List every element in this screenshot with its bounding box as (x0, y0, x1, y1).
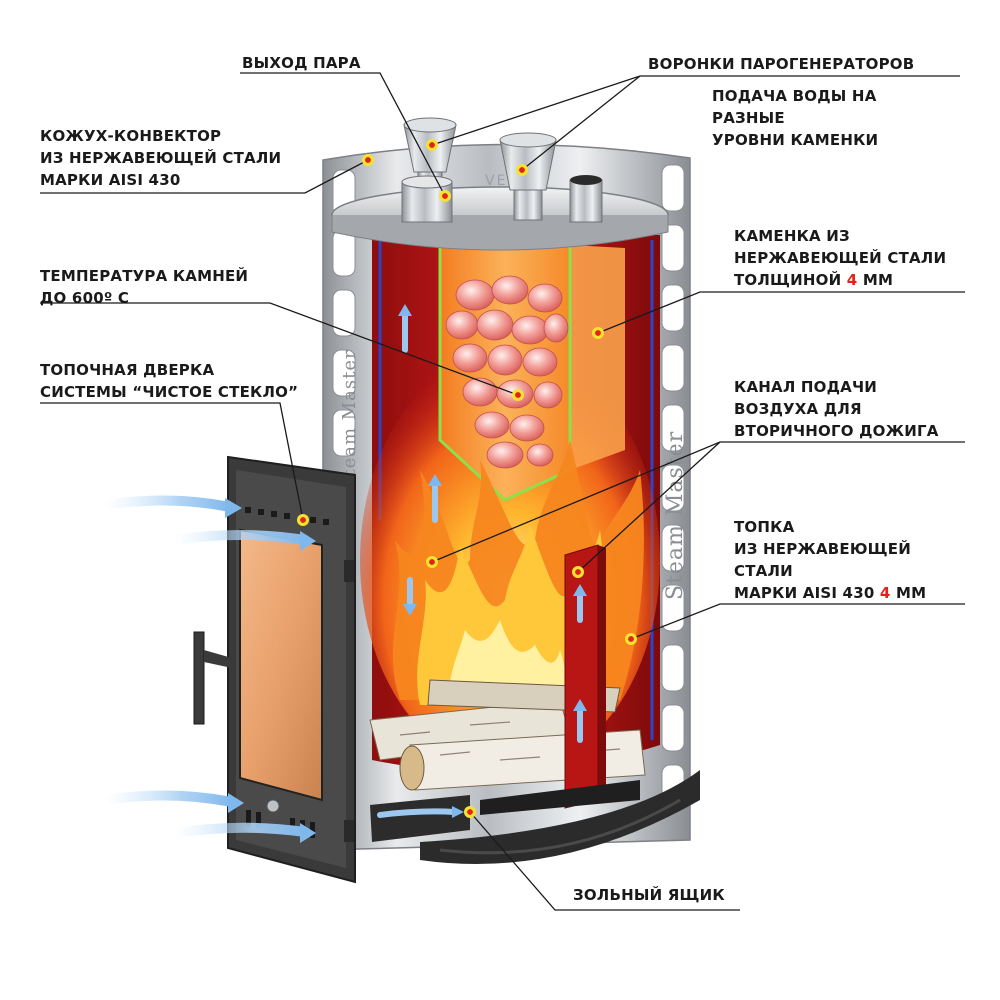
label-ash-box-text: ЗОЛЬНЫЙ ЯЩИК (573, 886, 725, 904)
label-water-supply-line-3: УРОВНИ КАМЕНКИ (712, 131, 879, 149)
label-casing: КОЖУХ-КОНВЕКТОР ИЗ НЕРЖАВЕЮЩЕЙ СТАЛИ МАР… (40, 125, 281, 191)
leader-stone-temp (40, 302, 519, 396)
label-firebox-line-3: СТАЛИ (734, 562, 793, 580)
marker-funnel-left (426, 139, 438, 151)
label-air-channel-line-1: КАНАЛ ПОДАЧИ (734, 378, 878, 396)
label-water-supply: ПОДАЧА ВОДЫ НА РАЗНЫЕ УРОВНИ КАМЕНКИ (712, 85, 878, 151)
label-air-channel-line-3: ВТОРИЧНОГО ДОЖИГА (734, 422, 939, 440)
leader-door (40, 402, 304, 521)
air-flow-arrows (100, 304, 587, 843)
marker-door (297, 514, 309, 526)
leader-heater (597, 291, 965, 334)
label-heater-thickness-unit: ММ (857, 271, 894, 289)
secondary-air-channel (564, 544, 606, 809)
marker-steam-exit (439, 190, 451, 202)
leader-lines (40, 72, 965, 911)
label-casing-line-1: КОЖУХ-КОНВЕКТОР (40, 127, 222, 145)
label-heater-line-3: ТОЛЩИНОЙ 4 ММ (734, 269, 946, 291)
leader-firebox (630, 603, 965, 640)
steam-generator-funnels (401, 117, 603, 223)
leader-steam-exit (240, 72, 446, 197)
label-heater: КАМЕНКА ИЗ НЕРЖАВЕЮЩЕЙ СТАЛИ ТОЛЩИНОЙ 4 … (734, 225, 946, 291)
marker-firebox (625, 633, 637, 645)
marker-ash-box (464, 806, 476, 818)
label-heater-line-1: КАМЕНКА ИЗ (734, 227, 850, 245)
marker-air-channel-left (426, 556, 438, 568)
label-ash-box: ЗОЛЬНЫЙ ЯЩИК (573, 884, 725, 906)
label-door: ТОПОЧНАЯ ДВЕРКА СИСТЕМЫ “ЧИСТОЕ СТЕКЛО” (40, 359, 298, 403)
label-stone-temp-line-2: ДО 600º С (40, 289, 130, 307)
label-steam-exit: ВЫХОД ПАРА (242, 52, 361, 74)
label-water-supply-line-1: ПОДАЧА ВОДЫ НА (712, 87, 877, 105)
label-firebox-grade-unit: ММ (890, 584, 927, 602)
label-funnels-text: ВОРОНКИ ПАРОГЕНЕРАТОРОВ (648, 55, 915, 73)
label-air-channel-line-2: ВОЗДУХА ДЛЯ (734, 400, 862, 418)
label-firebox-line-4: МАРКИ AISI 430 4 ММ (734, 582, 926, 604)
leader-air-channel-2 (577, 441, 721, 573)
marker-air-channel-right (572, 566, 584, 578)
marker-funnel-right (516, 164, 528, 176)
marker-stones (512, 389, 524, 401)
callout-markers (297, 139, 637, 818)
leader-casing (40, 159, 369, 194)
label-heater-thickness-value: 4 (846, 271, 858, 289)
label-funnels: ВОРОНКИ ПАРОГЕНЕРАТОРОВ (648, 53, 914, 75)
label-heater-thickness-prefix: ТОЛЩИНОЙ (734, 271, 847, 289)
heater-chamber (438, 245, 625, 502)
label-stone-temp: ТЕМПЕРАТУРА КАМНЕЙ ДО 600º С (40, 265, 248, 309)
label-firebox-line-2: ИЗ НЕРЖАВЕЮЩЕЙ (734, 540, 911, 558)
label-air-channel: КАНАЛ ПОДАЧИ ВОЗДУХА ДЛЯ ВТОРИЧНОГО ДОЖИ… (734, 376, 939, 442)
label-door-line-1: ТОПОЧНАЯ ДВЕРКА (40, 361, 215, 379)
label-casing-line-3: МАРКИ AISI 430 (40, 171, 181, 189)
casing-brand-left: Steam Master (339, 349, 360, 490)
label-firebox-line-1: ТОПКА (734, 518, 795, 536)
label-firebox-grade-prefix: МАРКИ AISI 430 (734, 584, 880, 602)
casing-brand-right: Steam Master (663, 431, 688, 600)
marker-casing (362, 154, 374, 166)
label-water-supply-line-2: РАЗНЫЕ (712, 109, 785, 127)
label-stone-temp-line-1: ТЕМПЕРАТУРА КАМНЕЙ (40, 267, 249, 285)
leader-funnels-2 (521, 75, 641, 171)
marker-heater (592, 327, 604, 339)
ash-box (370, 770, 700, 864)
label-door-line-2: СИСТЕМЫ “ЧИСТОЕ СТЕКЛО” (40, 383, 299, 401)
label-firebox: ТОПКА ИЗ НЕРЖАВЕЮЩЕЙ СТАЛИ МАРКИ AISI 43… (734, 516, 926, 604)
firebox-door (193, 455, 356, 884)
label-steam-exit-text: ВЫХОД ПАРА (242, 54, 361, 72)
label-firebox-grade-value: 4 (879, 584, 891, 602)
leader-ash-box (469, 811, 740, 911)
label-heater-line-2: НЕРЖАВЕЮЩЕЙ СТАЛИ (734, 249, 947, 267)
label-casing-line-2: ИЗ НЕРЖАВЕЮЩЕЙ СТАЛИ (40, 149, 282, 167)
